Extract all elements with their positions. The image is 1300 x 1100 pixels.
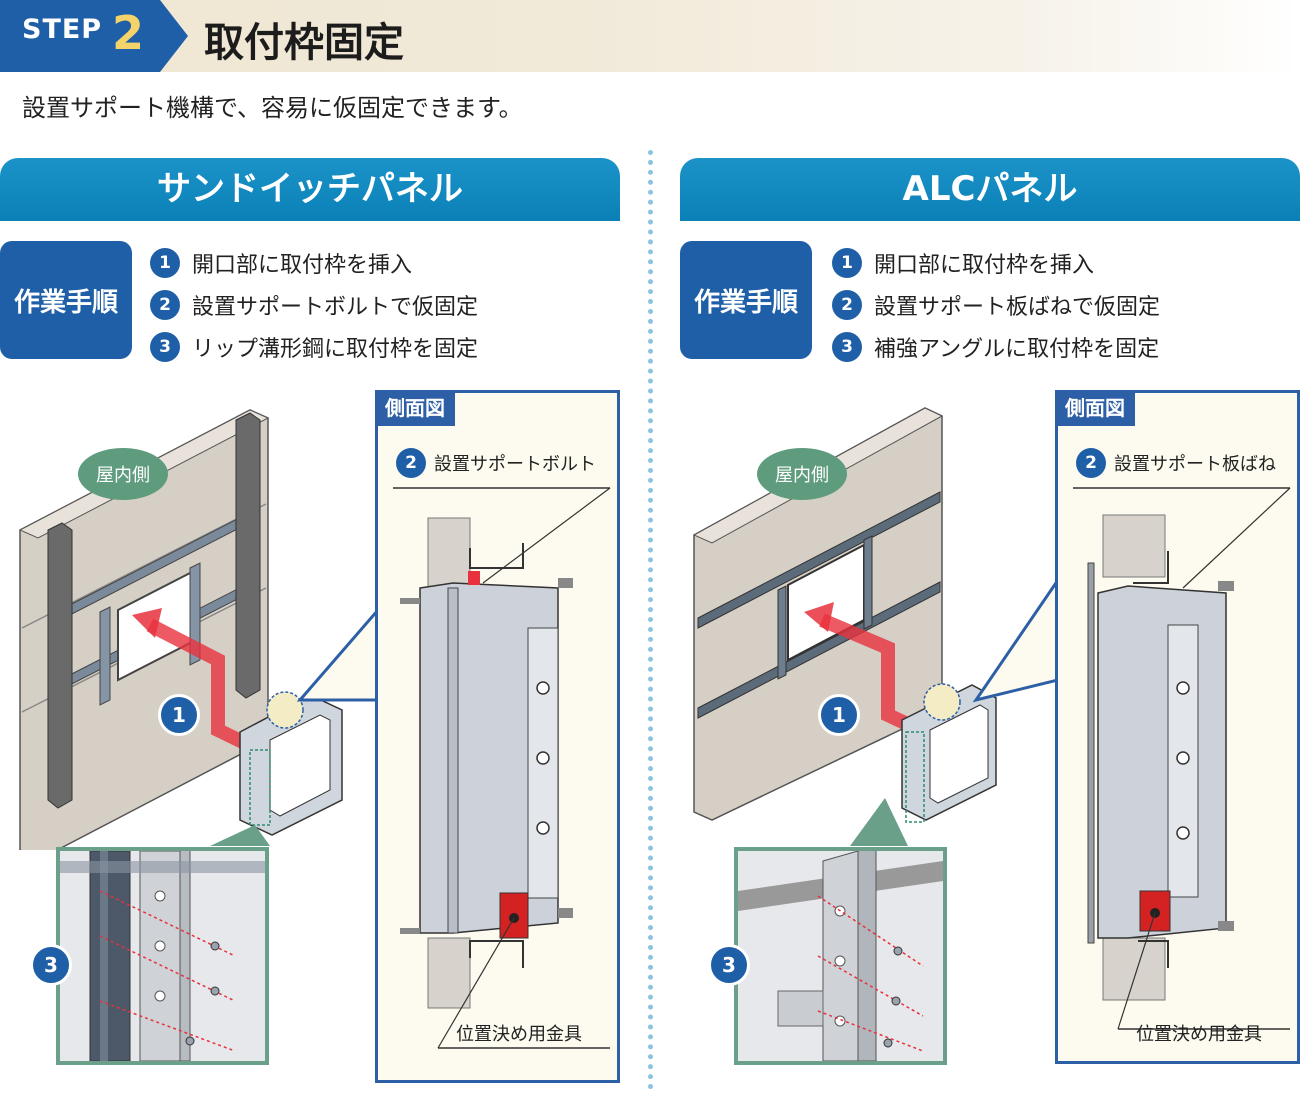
marker-step1-right: 1 xyxy=(818,694,860,736)
marker-step1-left: 1 xyxy=(158,694,200,736)
step-text: 開口部に取付枠を挿入 xyxy=(192,253,413,278)
marker-step3-left: 3 xyxy=(30,944,72,986)
detail-inset-right xyxy=(734,847,947,1065)
page-subtitle: 設置サポート機構で、容易に仮固定できます。 xyxy=(22,94,523,122)
step-text: 開口部に取付枠を挿入 xyxy=(874,253,1095,278)
header-bar xyxy=(0,0,1300,72)
positioning-bracket-label-left: 位置決め用金具 xyxy=(456,1024,582,1045)
section-title-sandwich: サンドイッチパネル xyxy=(0,158,620,221)
callout-number: 2 xyxy=(396,448,426,478)
page-title: 取付枠固定 xyxy=(204,20,404,66)
section-title-alc: ALCパネル xyxy=(680,158,1300,221)
side-view-drawing-right xyxy=(1073,487,1291,1030)
callout-support-bolt: 2 設置サポートボルト xyxy=(396,448,596,478)
marker-step3-right: 3 xyxy=(708,944,750,986)
step-number-circle: 2 xyxy=(150,290,180,320)
procedure-badge-left: 作業手順 xyxy=(0,241,132,359)
detail-inset-left xyxy=(56,847,269,1065)
step-item: 3 リップ溝形鋼に取付枠を固定 xyxy=(150,326,478,368)
side-view-panel-left xyxy=(375,390,620,1083)
step-number-circle: 3 xyxy=(150,332,180,362)
sandwich-panel-illustration xyxy=(18,409,380,850)
step-number-circle: 3 xyxy=(832,332,862,362)
side-view-tag-left: 側面図 xyxy=(375,390,455,426)
step-text: 補強アングルに取付枠を固定 xyxy=(874,337,1160,362)
step-item: 1 開口部に取付枠を挿入 xyxy=(832,242,1160,284)
step-number-circle: 1 xyxy=(832,248,862,278)
callout-number: 2 xyxy=(1076,448,1106,478)
procedure-badge-right: 作業手順 xyxy=(680,241,812,359)
callout-support-spring: 2 設置サポート板ばね xyxy=(1076,448,1276,478)
fastener-detail-illustration xyxy=(60,851,265,1061)
indoor-side-label-left: 屋内側 xyxy=(78,448,168,500)
section-divider xyxy=(648,150,653,1090)
procedure-steps-left: 1 開口部に取付枠を挿入 2 設置サポートボルトで仮固定 3 リップ溝形鋼に取付枠を固… xyxy=(150,242,478,368)
step-text: 設置サポート板ばねで仮固定 xyxy=(874,295,1161,320)
side-view-panel-right xyxy=(1055,390,1300,1064)
callout-text: 設置サポート板ばね xyxy=(1114,454,1276,475)
side-view-tag-right: 側面図 xyxy=(1055,390,1135,426)
angle-detail-illustration xyxy=(738,851,943,1061)
step-text: 設置サポートボルトで仮固定 xyxy=(192,295,479,320)
step-item: 1 開口部に取付枠を挿入 xyxy=(150,242,478,284)
alc-panel-illustration xyxy=(692,407,1060,846)
step-number: 2 xyxy=(112,6,145,60)
side-view-drawing-left xyxy=(393,487,611,1049)
step-number-circle: 2 xyxy=(832,290,862,320)
positioning-bracket-label-right: 位置決め用金具 xyxy=(1136,1024,1262,1045)
callout-text: 設置サポートボルト xyxy=(434,454,596,475)
step-item: 2 設置サポートボルトで仮固定 xyxy=(150,284,478,326)
step-tag xyxy=(0,0,188,72)
step-number-circle: 1 xyxy=(150,248,180,278)
step-item: 3 補強アングルに取付枠を固定 xyxy=(832,326,1160,368)
step-label: STEP xyxy=(22,14,103,45)
procedure-steps-right: 1 開口部に取付枠を挿入 2 設置サポート板ばねで仮固定 3 補強アングルに取付枠を固… xyxy=(832,242,1160,368)
step-item: 2 設置サポート板ばねで仮固定 xyxy=(832,284,1160,326)
indoor-side-label-right: 屋内側 xyxy=(757,448,847,500)
step-text: リップ溝形鋼に取付枠を固定 xyxy=(192,337,479,362)
